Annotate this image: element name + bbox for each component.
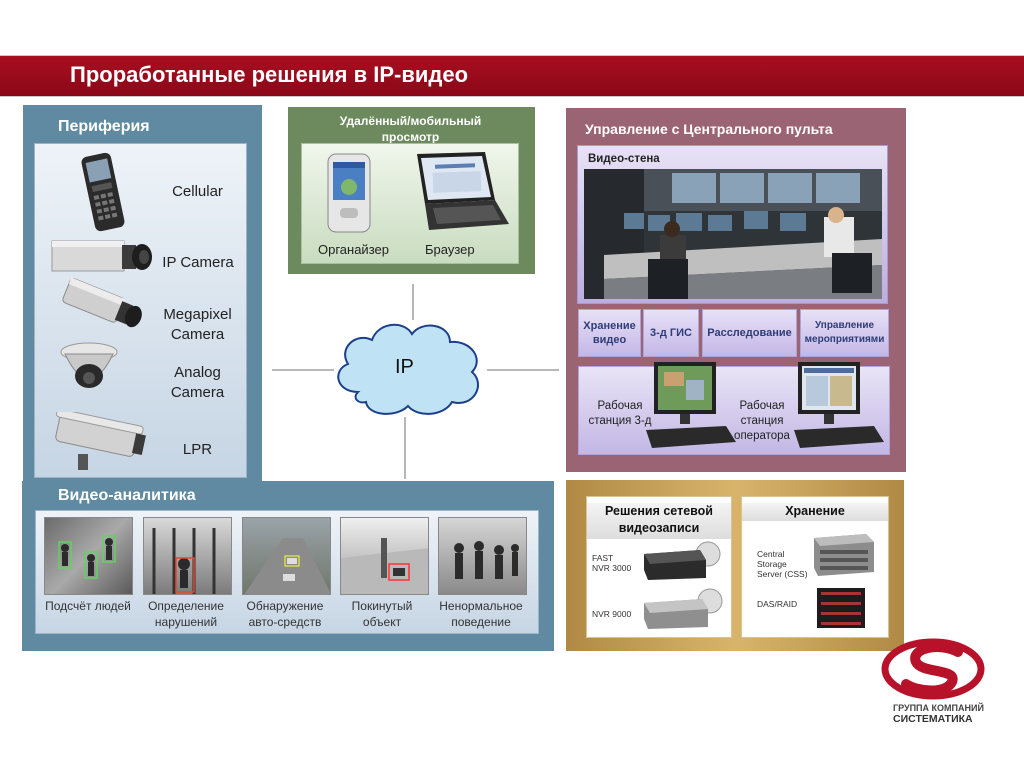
nvr-9000-device-icon <box>644 588 723 629</box>
device-label-analog-camera: Analog Camera <box>150 363 245 403</box>
logo-text: ГРУППА КОМПАНИЙ СИСТЕМАТИКА <box>893 703 984 725</box>
device-label-megapixel-camera: Megapixel Camera <box>150 305 245 345</box>
analytics-heading: Видео-аналитика <box>58 487 196 504</box>
investigation-button[interactable]: Расследование <box>702 309 797 357</box>
event-management-button[interactable]: Управление мероприятиями <box>800 309 889 357</box>
videowall-label: Видео-стена <box>588 153 660 165</box>
nvr-item-fast-nvr-3000: FAST NVR 3000 <box>592 553 632 573</box>
connector-horizontal-left <box>272 369 334 371</box>
megapixel-camera-text: Megapixel Camera <box>163 306 232 343</box>
cellular-phone-icon <box>81 152 125 232</box>
abnormal-behavior-thumbnail <box>438 517 527 595</box>
3d-workstation-label: Рабочая станция 3-д <box>588 400 652 427</box>
video-storage-button[interactable]: Хранение видео <box>578 309 641 357</box>
das-raid-device-icon <box>817 588 865 628</box>
periphery-heading: Периферия <box>58 118 150 135</box>
page-title: Проработанные решения в IP-видео <box>70 62 469 87</box>
connector-horizontal-right <box>487 369 559 371</box>
device-label-ip-camera: IP Camera <box>162 254 234 271</box>
storage-item-css: Central Storage Server (CSS) <box>757 549 808 579</box>
laptop-browser-icon <box>417 152 509 230</box>
megapixel-camera-icon <box>62 277 142 328</box>
violation-detection-thumbnail <box>143 517 232 595</box>
logo-line-1: ГРУППА КОМПАНИЙ <box>893 703 984 713</box>
logo-line-2: СИСТЕМАТИКА <box>893 713 973 725</box>
analytics-label-abandoned-object: Покинутый объект <box>351 599 413 629</box>
analytics-label-people-counting: Подсчёт людей <box>45 599 131 613</box>
lpr-camera-icon <box>55 412 146 470</box>
fast-nvr-3000-device-icon <box>644 541 721 580</box>
analog-dome-camera-icon <box>60 342 118 388</box>
3d-workstation-monitor-icon <box>646 362 736 448</box>
3d-gis-button[interactable]: 3-д ГИС <box>643 309 699 357</box>
ip-label: IP <box>395 356 414 378</box>
operator-workstation-label: Рабочая станция оператора <box>734 400 790 442</box>
vehicle-detection-thumbnail <box>242 517 331 595</box>
connector-vertical-bottom <box>404 417 406 479</box>
nvr-item-nvr-9000: NVR 9000 <box>592 609 632 619</box>
storage-heading: Хранение <box>742 503 888 521</box>
browser-label: Браузер <box>425 242 475 257</box>
storage-item-das-raid: DAS/RAID <box>757 599 798 609</box>
central-storage-server-icon <box>814 534 874 576</box>
control-room-photo <box>584 169 882 299</box>
analytics-label-violation-detection: Определение нарушений <box>148 599 224 629</box>
device-label-cellular: Cellular <box>172 183 223 200</box>
control-heading: Управление с Центрального пульта <box>585 121 833 137</box>
analytics-label-vehicle-detection: Обнаружение авто-средств <box>246 599 324 629</box>
connector-vertical-top <box>412 284 414 320</box>
ip-network-cloud-icon <box>337 324 479 415</box>
pda-organizer-icon <box>327 153 371 233</box>
title-bar <box>0 55 1024 97</box>
organizer-label: Органайзер <box>318 242 389 257</box>
nvr-heading: Решения сетевой видеозаписи <box>587 503 731 539</box>
remote-heading: Удалённый/мобильный просмотр <box>339 114 482 144</box>
analog-camera-text: Analog Camera <box>170 364 225 401</box>
ip-camera-icon <box>51 240 152 272</box>
sistematika-logo-icon <box>881 638 985 700</box>
operator-workstation-monitor-icon <box>794 362 884 448</box>
abandoned-object-thumbnail <box>340 517 429 595</box>
people-counting-thumbnail <box>44 517 133 595</box>
analytics-label-abnormal-behavior: Ненормальное поведение <box>439 599 523 629</box>
device-label-lpr: LPR <box>182 441 213 458</box>
